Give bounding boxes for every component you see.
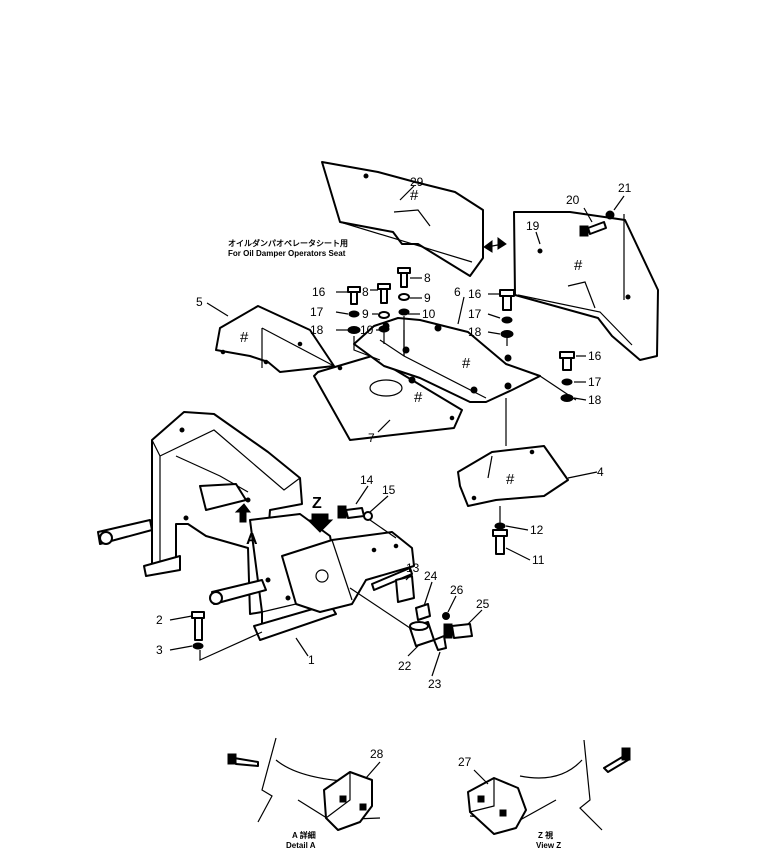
callout-18-left: 18 (310, 323, 324, 337)
bolt-16-right (559, 351, 575, 371)
washer-18-center (500, 330, 514, 338)
view-arrow-icon (234, 503, 334, 533)
washer-3 (192, 642, 204, 650)
part-mark: # (414, 389, 423, 406)
part-mark: # (240, 329, 249, 346)
view-z-caption-en: View Z (536, 841, 561, 850)
washer-9-left (378, 311, 390, 319)
washer-15 (363, 511, 373, 521)
callout-16-center: 16 (468, 287, 482, 301)
washer-17-left (348, 310, 360, 318)
plate-4 (457, 445, 569, 507)
bolt-16-left (347, 286, 361, 305)
clip-13 (395, 575, 415, 603)
callout-9-right: 9 (424, 291, 431, 305)
callout-17-center: 17 (468, 307, 482, 321)
bolt-14 (337, 505, 365, 519)
bolt-16-center (499, 289, 515, 311)
callout-14: 14 (360, 473, 374, 487)
cover-19 (513, 211, 659, 361)
detail-a-caption-jp: A 詳細 (292, 830, 316, 840)
callout-leaders (169, 185, 625, 677)
callout-17-left: 17 (310, 305, 324, 319)
view-marker-a: A (246, 531, 258, 548)
callout-22: 22 (398, 659, 412, 673)
part-mark: # (462, 355, 471, 372)
washer-18-right (560, 394, 574, 402)
view-z-sketch (467, 739, 631, 835)
part-mark: # (574, 257, 583, 274)
washer-17-right (561, 378, 573, 386)
detail-a-sketch (227, 737, 381, 831)
callout-2: 2 (156, 613, 163, 627)
view-marker-z: Z (312, 495, 322, 512)
callout-8-right: 8 (424, 271, 431, 285)
bolt-20 (579, 221, 607, 237)
callout-18-center: 18 (468, 325, 482, 339)
washer-10-left (378, 325, 390, 333)
part-mark: # (506, 471, 515, 488)
callout-13: 13 (406, 561, 420, 575)
callout-23: 23 (428, 677, 442, 691)
callout-5: 5 (196, 295, 203, 309)
callout-9-left: 9 (362, 307, 369, 321)
nut-21 (605, 210, 615, 220)
washer-18-left (347, 326, 361, 334)
bolt-25 (443, 623, 473, 639)
callout-6: 6 (454, 285, 461, 299)
callout-17-right: 17 (588, 375, 602, 389)
callout-27: 27 (458, 755, 472, 769)
callout-26: 26 (450, 583, 464, 597)
callout-16-right: 16 (588, 349, 602, 363)
callout-21: 21 (618, 181, 632, 195)
double-arrow-icon (483, 237, 507, 253)
bolt-11 (492, 529, 508, 555)
grease-fitting-26 (442, 612, 450, 620)
callout-25: 25 (476, 597, 490, 611)
callout-7: 7 (368, 431, 375, 445)
callout-28: 28 (370, 747, 384, 761)
washer-9-right (398, 293, 410, 301)
installation-lines (199, 214, 625, 661)
bolt-8-right (397, 267, 411, 288)
cover-29 (321, 161, 484, 277)
bolt-8-left (377, 283, 391, 304)
callout-29: 29 (410, 175, 424, 189)
callout-11: 11 (532, 553, 545, 567)
washer-10-right (398, 308, 410, 316)
fitting-23 (433, 635, 447, 651)
callout-4: 4 (597, 465, 604, 479)
callout-8-left: 8 (362, 285, 369, 299)
callout-16-left: 16 (312, 285, 326, 299)
callout-1: 1 (308, 653, 315, 667)
callout-15: 15 (382, 483, 396, 497)
callout-10-left: 10 (360, 323, 374, 337)
view-z-caption-jp: Z 視 (538, 830, 553, 840)
washer-17-center (501, 316, 513, 324)
pin-22 (409, 621, 435, 647)
bolt-2 (191, 611, 205, 641)
callout-10-right: 10 (422, 307, 436, 321)
plate-5 (215, 305, 335, 373)
part-mark: # (410, 187, 419, 204)
callout-19: 19 (526, 219, 540, 233)
note-japanese: オイルダンパオペレータシート用 (228, 238, 348, 248)
callout-12: 12 (530, 523, 544, 537)
detail-a-caption-en: Detail A (286, 841, 316, 850)
plate-24 (415, 603, 431, 621)
callout-24: 24 (424, 569, 438, 583)
damper-cylinders (97, 483, 267, 605)
note-english: For Oil Damper Operators Seat (228, 249, 346, 258)
callout-20: 20 (566, 193, 580, 207)
callout-18-right: 18 (588, 393, 602, 407)
callout-3: 3 (156, 643, 163, 657)
